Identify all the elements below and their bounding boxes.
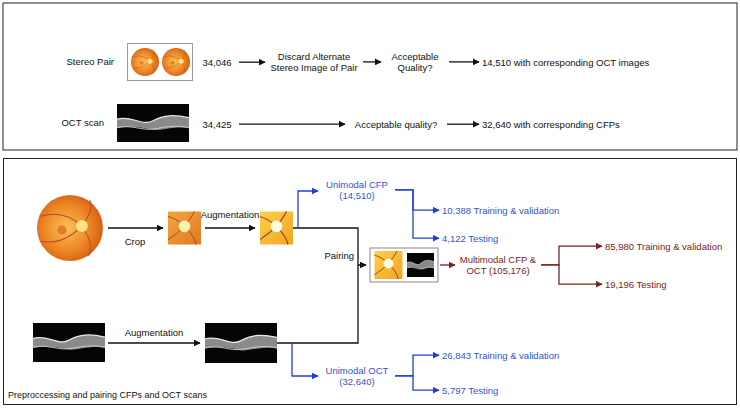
node-text: 5,797 Testing [442, 385, 542, 396]
cropped-fundus [168, 212, 201, 245]
text-node: 34,425 [198, 119, 236, 130]
text-node: 85,980 Training & validation [605, 241, 735, 252]
text-node: 4,122 Testing [442, 233, 542, 244]
augment-arrow [108, 342, 200, 343]
oct-raw-image [33, 323, 105, 362]
node-text: Unimodal OCT (32,640) [322, 365, 392, 388]
step-label: Augmentation [119, 327, 189, 338]
augmented-fundus [260, 212, 293, 245]
text-node: 14,510 with corresponding OCT images [482, 57, 682, 68]
oct-scan-image [117, 104, 189, 142]
node-text: 4,122 Testing [442, 233, 542, 244]
step-label: Crop [115, 236, 155, 247]
flow-arrow [541, 265, 602, 284]
flow-arrow [395, 376, 439, 390]
text-node: 5,797 Testing [442, 385, 542, 396]
text-node: 19,196 Testing [605, 279, 705, 290]
text-node: 32,640 with corresponding CFPs [482, 119, 662, 130]
pairing-line [277, 265, 358, 343]
step-label: Augmentation [195, 209, 265, 220]
fundus-photo [37, 195, 103, 261]
pairing-line [293, 228, 366, 265]
node-text: 34,425 [198, 119, 236, 130]
text-node: Discard Alternate Stereo Image of Pair [268, 51, 360, 74]
node-text: Multimodal CFP & OCT (105,176) [458, 254, 538, 277]
crop-arrow [108, 227, 163, 228]
flow-arrow [239, 124, 345, 125]
flow-arrow [449, 61, 479, 62]
node-text: 34,046 [198, 57, 236, 68]
flow-arrow [447, 124, 479, 125]
oct-augmented-image [205, 323, 277, 363]
node-text: Acceptable quality? [348, 119, 444, 130]
node-text: Acceptable Quality? [384, 51, 446, 74]
multimodal-arrow [440, 264, 455, 265]
panel-frame: Preproccessing and pairing CFPs and OCT … [3, 158, 737, 405]
text-node: 10,388 Training & validation [442, 205, 592, 216]
flow-arrow [239, 62, 265, 63]
node-text: 19,196 Testing [605, 279, 705, 290]
top-panel-frame [3, 3, 737, 150]
paired-fundus [375, 251, 403, 279]
image-frame: Stereo Pair [127, 43, 193, 81]
text-node: Unimodal OCT (32,640) [322, 365, 392, 388]
node-text: 14,510 with corresponding OCT images [482, 57, 682, 68]
text-node: Acceptable quality? [348, 119, 444, 130]
text-node: 34,046 [198, 57, 236, 68]
unimodal-branch [298, 191, 318, 228]
stereo-fundus-right [162, 48, 190, 76]
flow-arrow [363, 61, 381, 62]
image-frame: OCT scan [117, 104, 189, 142]
augment-arrow [205, 227, 255, 228]
image-label: OCT scan [61, 117, 104, 128]
node-text: 32,640 with corresponding CFPs [482, 119, 662, 130]
step-label: Pairing [312, 250, 354, 261]
text-node: Unimodal CFP (14,510) [322, 179, 392, 202]
flow-arrow [541, 246, 602, 265]
stereo-fundus-left [131, 48, 159, 76]
node-text: 26,843 Training & validation [442, 350, 592, 361]
panel-caption: Preproccessing and pairing CFPs and OCT … [8, 390, 207, 401]
paired-oct [407, 253, 434, 277]
node-text: Unimodal CFP (14,510) [322, 179, 392, 202]
node-text: 10,388 Training & validation [442, 205, 592, 216]
text-node: Acceptable Quality? [384, 51, 446, 74]
flow-arrow [395, 190, 439, 210]
pair-frame [370, 248, 438, 282]
flow-arrow [395, 190, 439, 238]
text-node: Multimodal CFP & OCT (105,176) [458, 254, 538, 277]
text-node: 26,843 Training & validation [442, 350, 592, 361]
unimodal-branch [292, 343, 318, 376]
node-text: Discard Alternate Stereo Image of Pair [268, 51, 360, 74]
flow-arrow [395, 355, 439, 376]
image-label: Stereo Pair [66, 56, 114, 67]
node-text: 85,980 Training & validation [605, 241, 735, 252]
